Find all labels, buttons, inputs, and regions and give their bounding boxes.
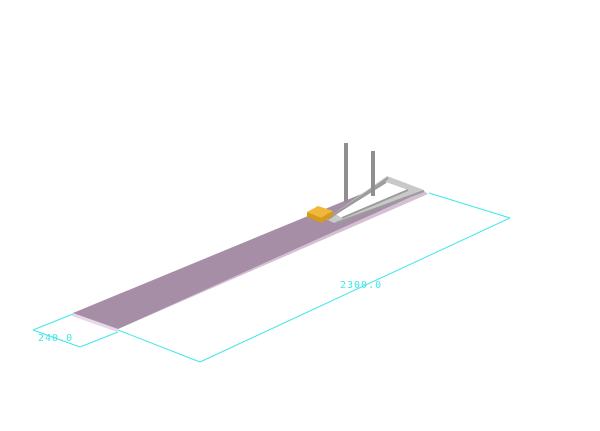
rail-frame bbox=[326, 176, 425, 224]
vertical-posts bbox=[344, 143, 375, 202]
post-right bbox=[371, 151, 375, 196]
width-extension-bottom bbox=[79, 331, 119, 348]
carriage-block[interactable] bbox=[307, 206, 333, 223]
width-dimension-label: 240.0 bbox=[38, 333, 73, 344]
carriage-block-front bbox=[307, 212, 321, 223]
carriage-block-side bbox=[321, 211, 333, 223]
length-dimension-line bbox=[199, 217, 511, 363]
length-extension-near bbox=[117, 329, 201, 363]
dimension-annotations: 2300.0 240.0 bbox=[32, 192, 511, 363]
post-left bbox=[344, 143, 348, 202]
length-extension-far bbox=[428, 192, 511, 219]
carriage-block-top bbox=[307, 206, 333, 218]
rail-inner-a bbox=[334, 181, 387, 215]
rail-inner-b bbox=[341, 189, 409, 219]
width-extension-top bbox=[32, 313, 74, 331]
base-plate-end-face bbox=[72, 313, 118, 332]
length-dimension-label: 2300.0 bbox=[340, 280, 382, 291]
rail-right bbox=[335, 190, 425, 224]
rail-frame-slot bbox=[335, 182, 408, 218]
width-dimension-line bbox=[32, 329, 81, 348]
